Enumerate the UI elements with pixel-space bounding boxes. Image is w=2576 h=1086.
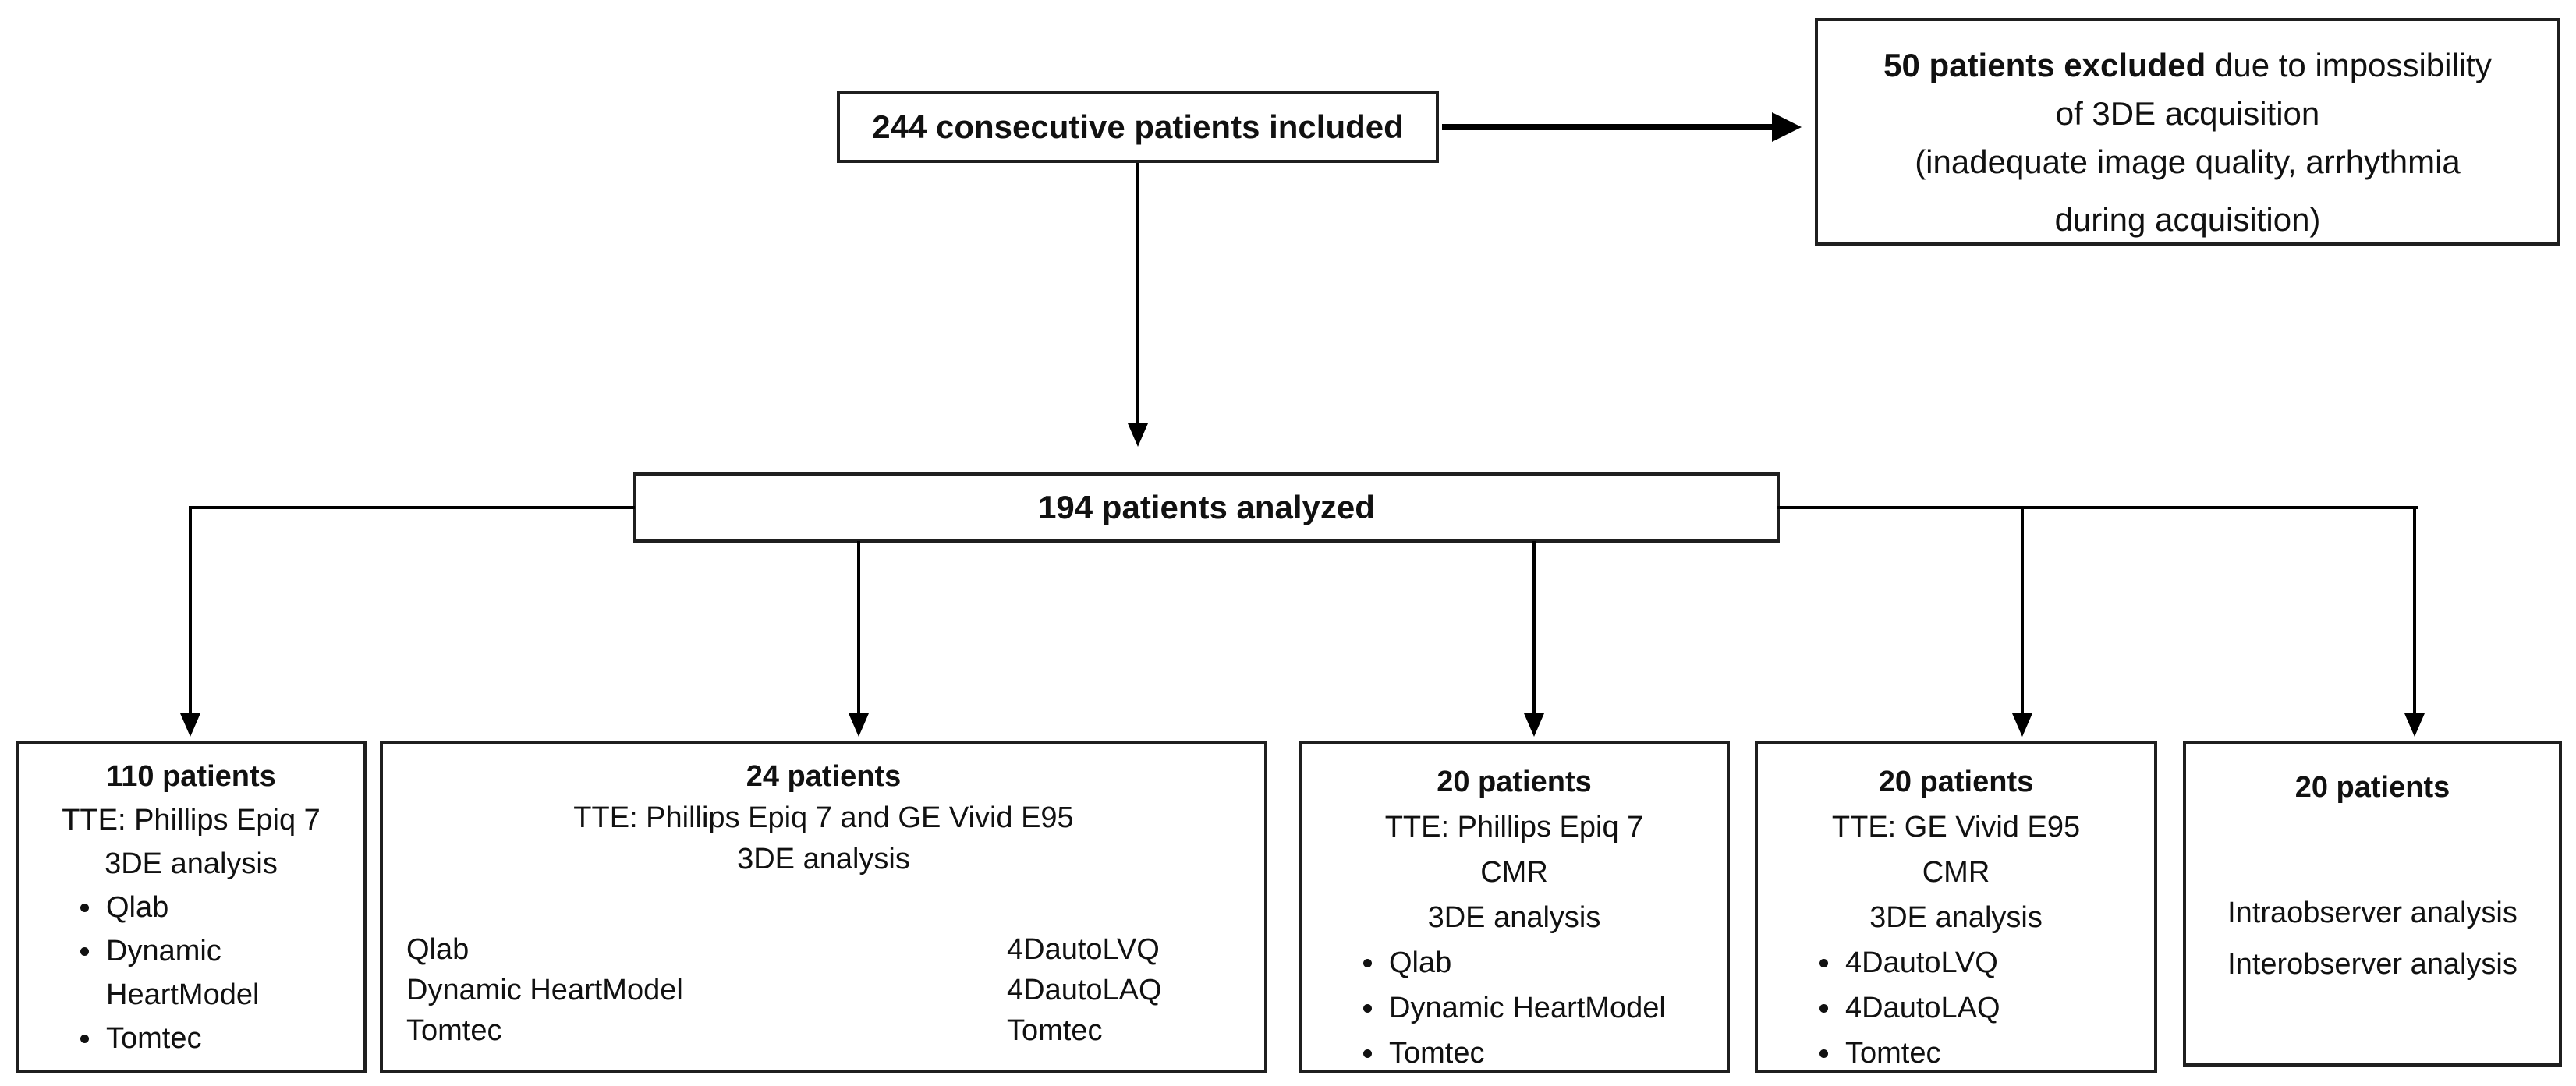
bullet-item: Tomtec bbox=[103, 1017, 363, 1060]
arrowhead-group4 bbox=[2012, 713, 2032, 737]
group-1-bullet-list: Qlab Dynamic HeartModel Tomtec bbox=[19, 886, 363, 1060]
group-3-line: TTE: Phillips Epiq 7 bbox=[1384, 811, 1644, 844]
connector-analyzed-to-group4 bbox=[2021, 508, 2024, 713]
bullet-item: Tomtec bbox=[1842, 1031, 2154, 1076]
group-box-3: 20 patients TTE: Phillips Epiq 7 CMR 3DE… bbox=[1299, 741, 1730, 1073]
software-item: Qlab bbox=[406, 933, 469, 966]
connector-analyzed-to-group1 bbox=[189, 506, 192, 713]
group-4-line: CMR bbox=[1922, 856, 1990, 889]
group-3-line: 3DE analysis bbox=[1427, 901, 1601, 934]
group-3-line: CMR bbox=[1480, 856, 1548, 889]
group-4-bullet-list: 4DautoLVQ 4DautoLAQ Tomtec bbox=[1758, 940, 2154, 1076]
group-box-2: 24 patients TTE: Phillips Epiq 7 and GE … bbox=[380, 741, 1267, 1073]
connector-included-to-excluded bbox=[1442, 124, 1773, 130]
software-item: Dynamic HeartModel bbox=[406, 974, 683, 1006]
excluded-line-1-bold: 50 patients excluded bbox=[1883, 47, 2206, 83]
software-item: Tomtec bbox=[406, 1014, 502, 1047]
group-box-1: 110 patients TTE: Phillips Epiq 7 3DE an… bbox=[16, 741, 367, 1073]
arrowhead-group5 bbox=[2404, 713, 2425, 737]
group-5-line: Intraobserver analysis bbox=[2227, 897, 2518, 929]
excluded-line-4: during acquisition) bbox=[2054, 201, 2321, 238]
group-1-header: 110 patients bbox=[106, 760, 276, 793]
excluded-line-3: (inadequate image quality, arrhythmia bbox=[1915, 143, 2461, 180]
connector-analyzed-to-group2 bbox=[857, 541, 860, 713]
group-1-line: 3DE analysis bbox=[105, 847, 278, 880]
group-2-line: 3DE analysis bbox=[737, 843, 910, 876]
bullet-item: Qlab bbox=[103, 886, 363, 929]
arrowhead-group2 bbox=[849, 713, 869, 737]
software-item: 4DautoLVQ bbox=[1007, 933, 1160, 966]
group-2-right-column: 4DautoLVQ 4DautoLAQ Tomtec bbox=[1007, 929, 1162, 1051]
group-5-header: 20 patients bbox=[2294, 771, 2450, 804]
bullet-item: Qlab bbox=[1386, 940, 1727, 985]
excluded-line-1-rest: due to impossibility bbox=[2206, 47, 2492, 83]
group-2-left-column: Qlab Dynamic HeartModel Tomtec bbox=[406, 929, 683, 1051]
excluded-line-1: 50 patients excluded due to impossibilit… bbox=[1818, 41, 2557, 90]
excluded-line-2: of 3DE acquisition bbox=[2055, 95, 2320, 132]
arrowhead-group3 bbox=[1524, 713, 1544, 737]
connector-analyzed-right-horizontal bbox=[1777, 506, 2418, 509]
excluded-patients-box: 50 patients excluded due to impossibilit… bbox=[1815, 18, 2560, 246]
software-item: Tomtec bbox=[1007, 1014, 1103, 1047]
connector-analyzed-left-horizontal bbox=[190, 506, 635, 509]
software-item: 4DautoLAQ bbox=[1007, 974, 1162, 1006]
group-1-line: TTE: Phillips Epiq 7 bbox=[62, 804, 321, 837]
group-4-line: 3DE analysis bbox=[1869, 901, 2043, 934]
group-box-4: 20 patients TTE: GE Vivid E95 CMR 3DE an… bbox=[1755, 741, 2157, 1073]
bullet-item: 4DautoLAQ bbox=[1842, 985, 2154, 1031]
group-2-header: 24 patients bbox=[746, 760, 902, 793]
group-4-line: TTE: GE Vivid E95 bbox=[1831, 811, 2081, 844]
arrowhead-included-to-analyzed bbox=[1128, 423, 1148, 447]
bullet-item: 4DautoLVQ bbox=[1842, 940, 2154, 985]
analyzed-patients-text: 194 patients analyzed bbox=[1038, 489, 1375, 525]
group-box-5: 20 patients Intraobserver analysis Inter… bbox=[2183, 741, 2562, 1067]
analyzed-patients-box: 194 patients analyzed bbox=[633, 472, 1780, 543]
connector-analyzed-to-group5 bbox=[2413, 506, 2416, 713]
included-patients-text: 244 consecutive patients included bbox=[872, 108, 1404, 145]
included-patients-box: 244 consecutive patients included bbox=[837, 91, 1439, 163]
arrowhead-included-to-excluded bbox=[1772, 112, 1802, 142]
group-5-line: Interobserver analysis bbox=[2227, 948, 2518, 981]
group-3-bullet-list: Qlab Dynamic HeartModel Tomtec bbox=[1302, 940, 1727, 1076]
group-4-header: 20 patients bbox=[1878, 766, 2034, 798]
arrowhead-group1 bbox=[180, 713, 200, 737]
bullet-item: Tomtec bbox=[1386, 1031, 1727, 1076]
bullet-item: Dynamic HeartModel bbox=[103, 929, 363, 1017]
connector-analyzed-to-group3 bbox=[1532, 541, 1536, 713]
group-2-line: TTE: Phillips Epiq 7 and GE Vivid E95 bbox=[573, 801, 1074, 834]
group-3-header: 20 patients bbox=[1437, 766, 1592, 798]
bullet-item: Dynamic HeartModel bbox=[1386, 985, 1727, 1031]
connector-included-to-analyzed bbox=[1136, 163, 1139, 425]
